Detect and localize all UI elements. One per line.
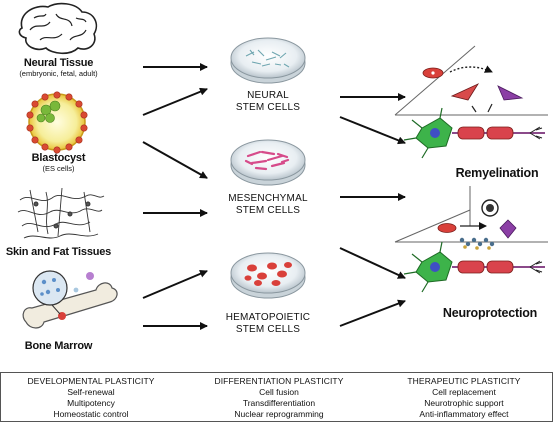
label-line: HEMATOPOIETIC: [225, 312, 311, 323]
skin-fat-tissue-icon: [17, 187, 105, 239]
footer-item: Self-renewal: [67, 387, 115, 397]
hematopoietic-stem-cells-label: HEMATOPOIETIC STEM CELLS: [213, 312, 323, 335]
footer-item: Anti-inflammatory effect: [419, 409, 509, 419]
remyelination-label: Remyelination: [455, 166, 539, 180]
neuroprotection-illustration: [394, 186, 548, 293]
footer-item: Multipotency: [67, 398, 115, 408]
footer-item: Transdifferentiation: [242, 398, 316, 408]
mesenchymal-stem-cell-dish: [230, 139, 306, 186]
source-subtitle: (embryonic, fetal, adult): [19, 68, 98, 78]
label-line: STEM CELLS: [235, 204, 301, 216]
footer-item: Cell replacement: [432, 387, 496, 397]
brain-icon: [18, 2, 98, 55]
hematopoietic-stem-cell-dish: [230, 252, 306, 299]
source-skin-fat: Skin and Fat Tissues: [2, 246, 115, 259]
source-blastocyst: Blastocyst (ES cells): [2, 152, 115, 173]
label-line: MESENCHYMAL: [228, 193, 308, 204]
mesenchymal-stem-cells-label: MESENCHYMAL STEM CELLS: [213, 193, 323, 216]
label-line: NEURAL: [247, 90, 289, 101]
blastocyst-icon: [26, 91, 88, 154]
footer-item: Homeostatic control: [53, 409, 129, 419]
source-title: Skin and Fat Tissues: [5, 246, 112, 258]
source-arrows: [142, 63, 208, 330]
remyelination-illustration: [394, 45, 548, 159]
footer-item: Cell fusion: [259, 387, 299, 397]
footer-heading: DIFFERENTIATION PLASTICITY: [214, 376, 344, 386]
outcome-arrows: [339, 93, 406, 327]
neural-stem-cells-label: NEURAL STEM CELLS: [213, 90, 323, 113]
source-subtitle: (ES cells): [42, 163, 75, 173]
footer-item: Nuclear reprogramming: [234, 409, 324, 419]
plasticity-footer: DEVELOPMENTAL PLASTICITY Self-renewal Mu…: [0, 372, 553, 422]
footer-heading: THERAPEUTIC PLASTICITY: [407, 376, 521, 386]
footer-item: Neurotrophic support: [424, 398, 504, 408]
footer-therapeutic-plasticity: THERAPEUTIC PLASTICITY Cell replacement …: [377, 376, 551, 420]
neuroprotection-label: Neuroprotection: [442, 306, 538, 320]
source-title: Bone Marrow: [24, 340, 93, 352]
diagram-artwork: [17, 2, 548, 330]
source-neural-tissue: Neural Tissue (embryonic, fetal, adult): [2, 57, 115, 78]
footer-differentiation-plasticity: DIFFERENTIATION PLASTICITY Cell fusion T…: [189, 376, 369, 420]
bone-marrow-icon: [22, 270, 118, 329]
neural-stem-cell-dish: [230, 37, 306, 84]
source-title: Neural Tissue: [23, 57, 94, 69]
label-line: STEM CELLS: [235, 101, 301, 113]
source-bone-marrow: Bone Marrow: [2, 340, 115, 353]
source-title: Blastocyst: [31, 152, 86, 164]
footer-developmental-plasticity: DEVELOPMENTAL PLASTICITY Self-renewal Mu…: [1, 376, 181, 420]
label-line: STEM CELLS: [235, 323, 301, 335]
footer-heading: DEVELOPMENTAL PLASTICITY: [27, 376, 155, 386]
